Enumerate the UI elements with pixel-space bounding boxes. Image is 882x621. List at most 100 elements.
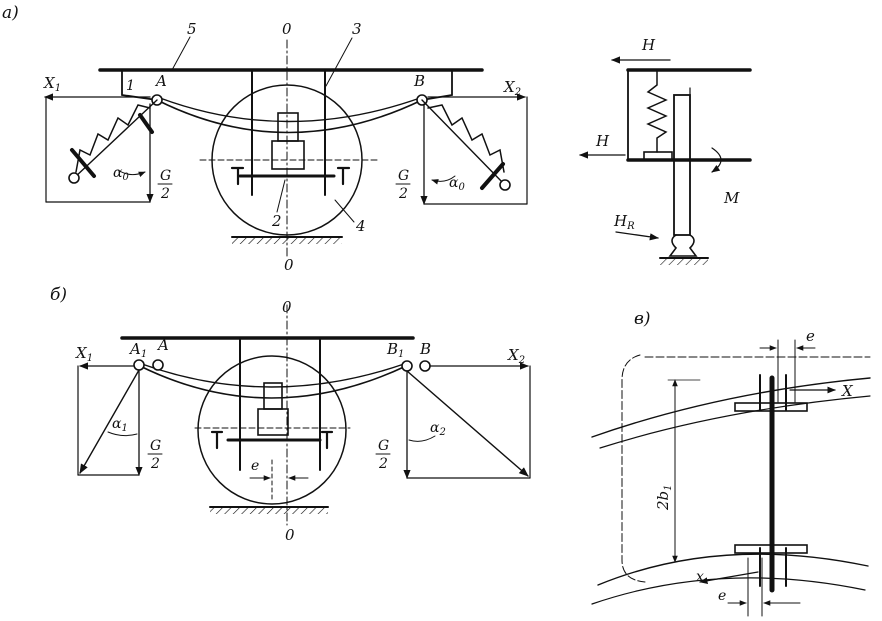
angle-arc-right: [431, 175, 456, 185]
panel-b: б) 0 0 A1: [50, 285, 531, 544]
label-2-left-b: 2: [150, 456, 160, 472]
pin-B-b: [419, 360, 431, 372]
label-2-right-b: 2: [378, 456, 388, 472]
label-alpha-right-a: α0: [449, 175, 465, 193]
side-rail: [668, 234, 698, 257]
pin-A1: [133, 359, 145, 371]
label-B1-b: B1: [386, 340, 404, 360]
label-M: M: [723, 189, 740, 207]
panel-a: a): [2, 3, 752, 274]
label-A-b: A: [156, 336, 169, 354]
track-outline: [621, 354, 646, 583]
spring-axis-right: [421, 99, 506, 186]
label-G-left-a: G: [160, 168, 171, 184]
rail-upper-2: [599, 395, 871, 449]
label-o-top-b: 0: [282, 298, 292, 316]
label-X1-a: X1: [43, 74, 61, 94]
label-o-top-a: 0: [282, 20, 292, 38]
label-X2-b: X2: [507, 346, 525, 366]
label-o-bottom-a: 0: [284, 256, 294, 274]
hanger-right: [421, 69, 453, 101]
label-5: 5: [187, 20, 197, 38]
label-1: 1: [126, 78, 135, 94]
label-B-b: B: [419, 340, 431, 358]
pin-A-b: [152, 359, 164, 371]
label-G-right-a: G: [398, 168, 409, 184]
panel-c-letter: в): [634, 309, 651, 329]
label-alpha-left-a: α0: [113, 165, 129, 183]
axle-box-top: [277, 112, 299, 142]
leaf-spring-upper: [159, 97, 421, 123]
side-spring-seat: [643, 151, 673, 161]
label-o-bottom-b: 0: [285, 526, 295, 544]
force-x-arrow-c: [699, 571, 759, 585]
angle-arc-left: [117, 169, 146, 177]
rail-lower-2: [591, 577, 866, 605]
guide-right: [336, 166, 351, 186]
leaf-spring-lower: [156, 99, 423, 134]
label-3: 3: [352, 20, 362, 38]
leader-3: [325, 37, 353, 87]
label-x-c: x: [696, 569, 704, 585]
angle-arc-left-b: [107, 431, 138, 437]
label-H-mid: H: [595, 132, 610, 150]
reaction-left-arrow-b: [79, 369, 140, 474]
panel-a-letter: a): [2, 3, 19, 23]
reaction-right-arrow-b: [406, 370, 529, 477]
label-e-b: e: [251, 458, 259, 474]
label-X1-b: X1: [75, 344, 93, 364]
label-A-a: A: [154, 72, 167, 90]
guide-right-b: [320, 430, 334, 450]
leader-4: [334, 199, 355, 223]
label-2-left-a: 2: [160, 186, 170, 202]
axle-box-b: [257, 408, 289, 436]
wheel-top: [734, 402, 808, 412]
panel-c: в) e X x e 2b1: [591, 309, 871, 617]
ground-hatch-side: [660, 259, 708, 265]
leader-2: [276, 179, 286, 213]
side-view: H H M HR: [579, 36, 752, 265]
label-2b1-c: 2b1: [654, 484, 674, 511]
label-G-right-b: G: [378, 438, 389, 454]
label-HR: HR: [613, 212, 635, 232]
moment-M-arrow: [711, 147, 722, 173]
label-A1-b: A1: [128, 340, 147, 360]
label-2-right-a: 2: [398, 186, 408, 202]
guide-left: [230, 166, 245, 186]
spring-right: [427, 104, 505, 173]
angle-arc-right-b: [408, 435, 436, 442]
spring-seat-left: [70, 148, 96, 178]
label-alpha1-b: α1: [112, 416, 128, 434]
ground-hatch-a: [232, 238, 342, 244]
label-B-a: B: [413, 72, 425, 90]
leaf-spring-b-lower: [139, 365, 407, 399]
label-e-top-c: e: [806, 327, 815, 345]
spring-seat-right: [480, 162, 505, 190]
side-spring: [646, 69, 668, 153]
label-4: 4: [355, 217, 366, 235]
panel-b-letter: б): [50, 285, 67, 305]
wheel-circle-b: [197, 355, 347, 505]
label-e-bottom-c: e: [718, 588, 726, 604]
leader-5: [171, 36, 191, 71]
label-X2-a: X2: [503, 78, 521, 98]
leaf-spring-b-upper: [141, 363, 405, 388]
spring-left: [75, 104, 151, 173]
pin-right-lower: [499, 179, 511, 191]
label-X-c: X: [841, 382, 854, 400]
label-G-left-b: G: [150, 438, 161, 454]
label-H-top: H: [641, 36, 656, 54]
rail-lower-1: [597, 553, 869, 586]
pin-B1: [401, 360, 413, 372]
ground-hatch-b: [210, 508, 328, 514]
force-HR-arrow: [615, 231, 659, 241]
axle-box: [271, 140, 305, 170]
hanger-left: [121, 69, 158, 101]
pin-left-lower: [68, 172, 80, 184]
label-alpha2-b: α2: [430, 420, 446, 438]
spring-axis-left: [73, 99, 158, 179]
rail-upper-1: [591, 377, 871, 438]
guide-left-b: [210, 430, 224, 450]
